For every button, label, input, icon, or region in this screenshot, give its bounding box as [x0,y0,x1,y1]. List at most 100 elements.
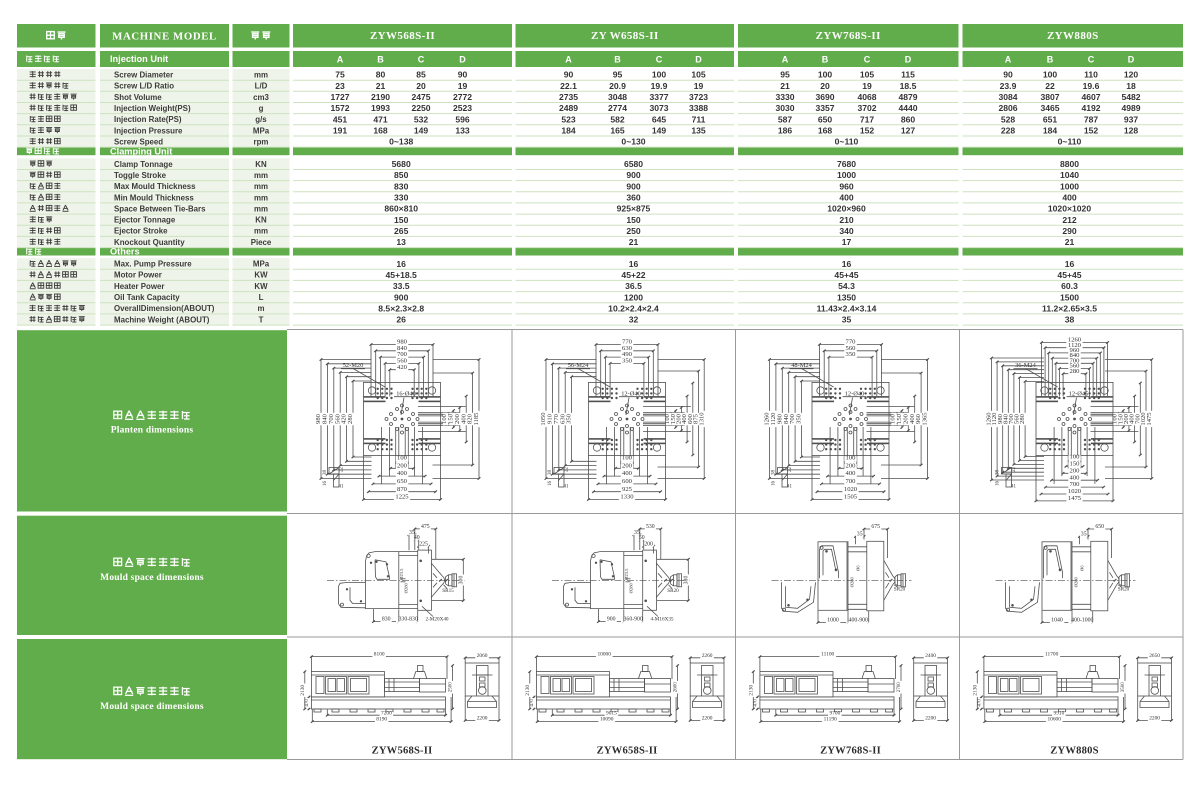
svg-text:80: 80 [376,70,386,80]
svg-text:mm: mm [254,227,268,236]
svg-text:400: 400 [909,413,916,424]
svg-text:2200: 2200 [477,716,488,722]
svg-text:0~138: 0~138 [389,137,413,147]
svg-text:330: 330 [394,193,409,203]
svg-text:23.9: 23.9 [1000,81,1017,91]
svg-text:470: 470 [530,699,535,707]
svg-text:22: 22 [788,467,793,473]
svg-text:560: 560 [1070,363,1081,370]
svg-text:937: 937 [1124,114,1139,124]
svg-text:1505: 1505 [844,494,858,501]
svg-text:1000: 1000 [837,170,856,180]
svg-text:ZY W658S-II: ZY W658S-II [591,30,659,42]
svg-text:350: 350 [622,358,633,365]
svg-text:20: 20 [416,81,426,91]
svg-text:711: 711 [692,114,706,124]
svg-text:5482: 5482 [1121,92,1140,102]
svg-text:16: 16 [1065,259,1075,269]
svg-text:280: 280 [347,413,354,424]
svg-text:860×810: 860×810 [384,204,418,214]
svg-text:0~110: 0~110 [835,137,859,147]
svg-text:3500: 3500 [1121,682,1126,693]
svg-text:600: 600 [622,478,633,485]
svg-text:35: 35 [857,532,863,538]
svg-text:200: 200 [1070,467,1081,474]
svg-text:16: 16 [772,481,777,487]
svg-text:5680: 5680 [392,159,411,169]
svg-text:12-Ø40: 12-Ø40 [621,391,641,398]
svg-text:0~110: 0~110 [1058,137,1082,147]
svg-text:980: 980 [997,413,1004,424]
svg-text:52-M20: 52-M20 [343,362,364,369]
svg-text:11700: 11700 [1045,652,1059,658]
svg-text:700: 700 [789,413,796,424]
svg-text:2735: 2735 [559,92,578,102]
svg-text:2130: 2130 [525,685,531,696]
svg-text:960: 960 [839,181,854,191]
svg-text:36-M24: 36-M24 [1015,362,1036,369]
svg-text:45+18.5: 45+18.5 [386,270,418,280]
svg-text:38: 38 [323,470,328,476]
svg-text:168: 168 [373,126,388,136]
svg-text:95: 95 [613,70,623,80]
svg-text:2190: 2190 [371,92,390,102]
svg-text:960: 960 [1070,347,1081,354]
svg-text:105: 105 [691,70,706,80]
svg-text:700: 700 [846,478,857,485]
svg-text:830: 830 [382,617,391,623]
svg-text:2806: 2806 [998,103,1017,113]
svg-text:2523: 2523 [453,103,472,113]
svg-text:100: 100 [846,455,857,462]
svg-text:630: 630 [559,413,566,424]
svg-text:280: 280 [1019,413,1026,424]
svg-text:35: 35 [1081,532,1087,538]
svg-text:2130: 2130 [972,685,978,696]
svg-text:Knockout Quantity: Knockout Quantity [114,238,185,247]
svg-text:75: 75 [335,70,345,80]
svg-text:820: 820 [467,413,474,424]
svg-text:120: 120 [1124,70,1139,80]
svg-text:Max. Pump Pressure: Max. Pump Pressure [114,260,192,269]
svg-text:3030: 3030 [775,103,794,113]
svg-text:11190: 11190 [824,717,837,723]
svg-text:Ø280: Ø280 [629,582,634,593]
svg-text:470: 470 [754,699,759,707]
svg-text:3723: 3723 [689,92,708,102]
svg-text:10.2×2.4×2.4: 10.2×2.4×2.4 [608,303,659,313]
svg-text:Ejector Tonnage: Ejector Tonnage [114,216,176,225]
svg-text:471: 471 [373,114,388,124]
svg-text:210: 210 [839,215,854,225]
svg-text:10000: 10000 [597,652,611,658]
svg-text:11.43×2.4×3.14: 11.43×2.4×3.14 [817,303,877,313]
svg-text:7680: 7680 [837,159,856,169]
svg-text:19: 19 [694,81,704,91]
svg-text:530: 530 [646,524,655,530]
svg-text:2130: 2130 [748,685,754,696]
svg-text:Planten dimensions: Planten dimensions [111,426,194,436]
svg-text:400: 400 [846,470,857,477]
svg-text:Mould space dimensions: Mould space dimensions [100,702,204,712]
svg-text:700: 700 [1008,413,1015,424]
svg-text:186: 186 [778,126,793,136]
svg-text:4879: 4879 [898,92,917,102]
svg-text:26: 26 [396,315,406,325]
svg-text:21: 21 [780,81,790,91]
svg-text:1000: 1000 [827,618,839,624]
svg-text:400: 400 [1070,474,1081,481]
svg-text:mm: mm [254,182,268,191]
svg-text:Clamping Unit: Clamping Unit [110,146,172,156]
svg-text:19.6: 19.6 [1083,81,1100,91]
svg-text:36.5: 36.5 [625,281,642,291]
svg-text:350: 350 [846,351,857,358]
svg-text:700: 700 [328,413,335,424]
svg-text:420: 420 [397,364,408,371]
svg-text:19.9: 19.9 [651,81,668,91]
svg-text:225: 225 [419,541,428,547]
svg-text:L: L [259,293,264,302]
svg-text:3048: 3048 [608,92,627,102]
svg-text:168: 168 [818,126,833,136]
svg-text:8800: 8800 [1060,159,1079,169]
svg-text:152: 152 [1084,126,1099,136]
svg-text:2600: 2600 [674,682,679,693]
svg-text:700: 700 [1070,357,1081,364]
